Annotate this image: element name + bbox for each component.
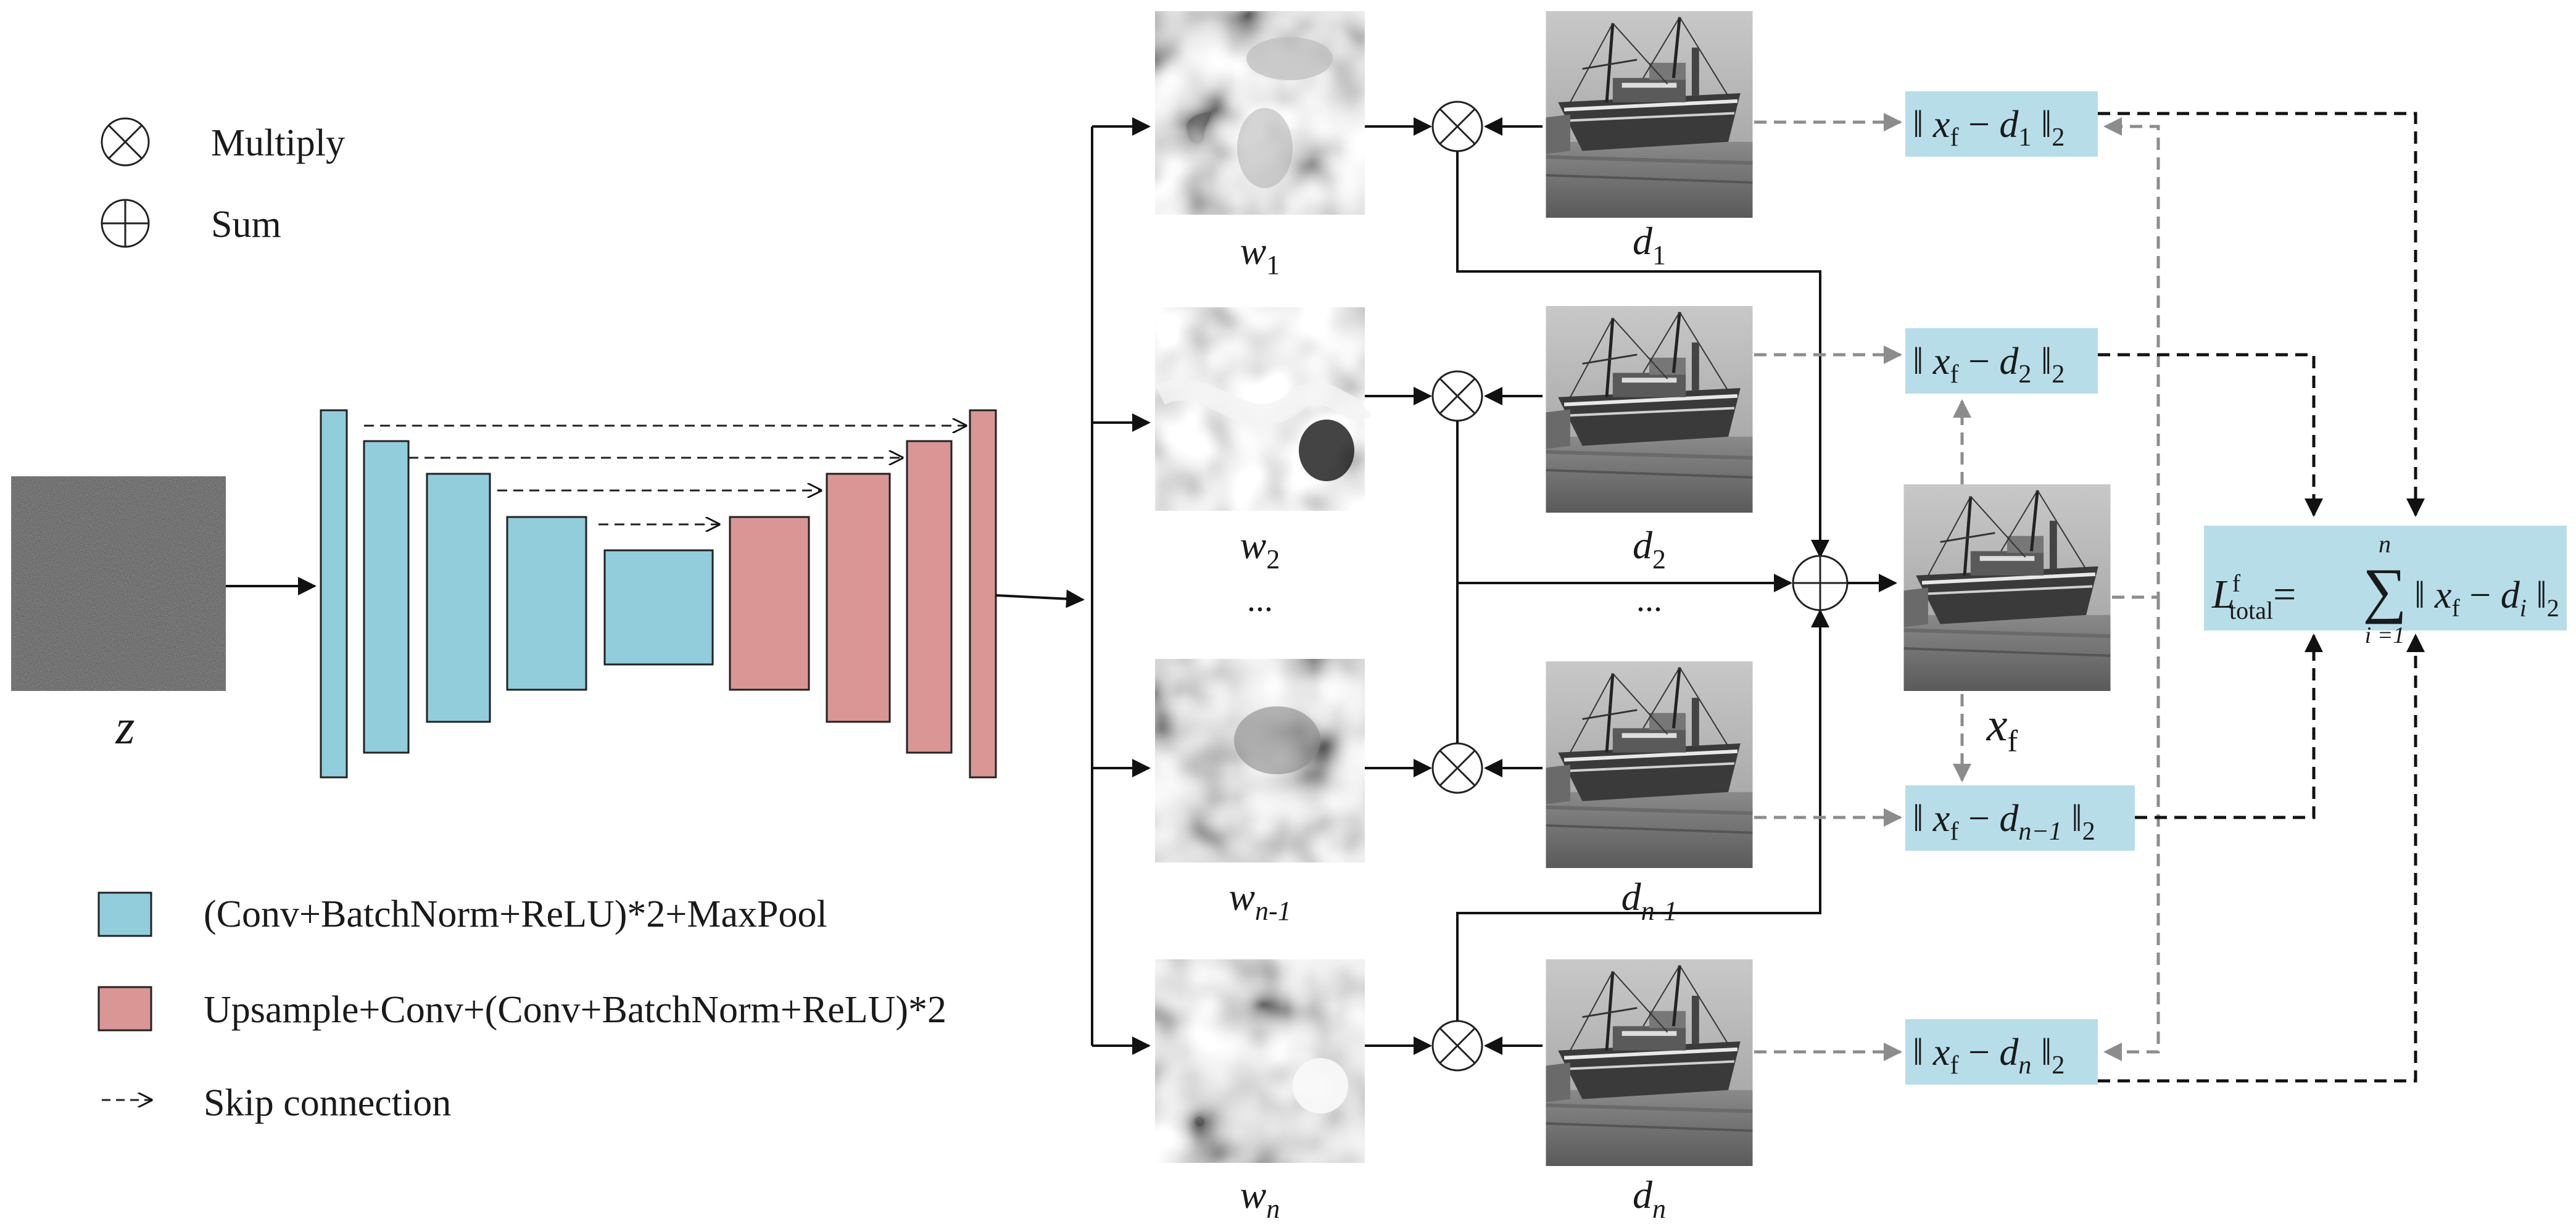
svg-text:‖ xf − dn ‖2: ‖ xf − dn ‖2 xyxy=(1913,1032,2065,1080)
encoder-block-1 xyxy=(320,409,348,779)
encoder-swatch xyxy=(97,891,152,937)
sum-icon xyxy=(101,199,150,248)
encoder-block-4 xyxy=(506,516,587,691)
multiply-node-1 xyxy=(1431,101,1483,152)
decoder-block-3 xyxy=(906,440,953,754)
total-loss-norm: ‖ xf − di ‖2 xyxy=(2414,574,2559,622)
sum-lower-limit: i =1 xyxy=(2365,622,2405,648)
weight-map-w1 xyxy=(1155,11,1365,215)
loss-box-1: ‖ xf − d1 ‖2 xyxy=(1905,91,2098,157)
loss-box-n: ‖ xf − dn ‖2 xyxy=(1905,1019,2098,1085)
decoder-block-2 xyxy=(826,473,891,723)
weight-label-wn: wn xyxy=(1240,1173,1280,1224)
fused-image xyxy=(1904,484,2111,691)
product1-to-sum-line xyxy=(1456,151,1821,555)
sum-node xyxy=(1792,555,1849,611)
encoder-block-2 xyxy=(363,440,410,754)
fused-to-loss1-arrow xyxy=(2103,117,2160,599)
svg-text:‖ xf − d1 ‖2: ‖ xf − d1 ‖2 xyxy=(1913,104,2065,152)
input-z-label: z xyxy=(115,700,135,755)
legend-sum-label: Sum xyxy=(211,204,281,246)
source-image-dn xyxy=(1546,959,1753,1166)
weight-label-w2: w2 xyxy=(1240,523,1280,574)
images-ellipsis: ... xyxy=(1636,581,1662,619)
loss-box-n1: ‖ xf − dn−1 ‖2 xyxy=(1905,785,2135,851)
legend-skip-label: Skip connection xyxy=(204,1082,451,1124)
bottleneck-block xyxy=(603,549,714,666)
unet-output-arrow xyxy=(995,589,1085,608)
source-image-d1 xyxy=(1546,11,1753,218)
svg-text:‖ xf − d2 ‖2: ‖ xf − d2 ‖2 xyxy=(1913,341,2065,389)
sum-upper-limit: n xyxy=(2379,530,2391,558)
source-image-d2 xyxy=(1546,306,1753,513)
image-label-d2: d2 xyxy=(1633,523,1666,574)
multiply-icon xyxy=(101,117,150,167)
decoder-block-4 xyxy=(969,409,997,779)
weight-map-wn xyxy=(1155,959,1365,1163)
lossn-to-total-arrow xyxy=(2098,634,2425,1083)
image-label-dn: dn xyxy=(1633,1173,1666,1224)
loss-box-2: ‖ xf − d2 ‖2 xyxy=(1905,328,2098,394)
image-label-dn1: dn-1 xyxy=(1621,875,1678,926)
loss2-to-total-arrow xyxy=(2098,353,2323,517)
weight-map-w2 xyxy=(1155,307,1372,511)
decoder-block-1 xyxy=(729,516,810,691)
loss1-to-total-arrow xyxy=(2098,112,2425,517)
unet xyxy=(320,409,997,779)
multiply-node-n1 xyxy=(1431,742,1483,794)
fused-to-lossn-arrow xyxy=(2103,597,2160,1061)
decoder-swatch xyxy=(97,986,152,1032)
sum-symbol: ∑ xyxy=(2363,556,2406,624)
weight-label-w1: w1 xyxy=(1240,229,1280,280)
productn-to-sum-line xyxy=(1456,635,1821,1021)
multiply-node-2 xyxy=(1431,370,1483,422)
encoder-block-3 xyxy=(426,473,491,723)
noise-input-image xyxy=(11,476,226,691)
weights-ellipsis: ... xyxy=(1247,581,1273,619)
source-image-dn1 xyxy=(1546,661,1753,868)
weight-map-wn1 xyxy=(1155,659,1365,862)
svg-text:‖ xf − dn−1 ‖2: ‖ xf − dn−1 ‖2 xyxy=(1913,798,2095,846)
multiply-node-n xyxy=(1431,1020,1483,1072)
fused-label: xf xyxy=(1986,699,2018,758)
legend-encoder-label: (Conv+BatchNorm+ReLU)*2+MaxPool xyxy=(204,893,827,935)
legend-decoder-label: Upsample+Conv+(Conv+BatchNorm+ReLU)*2 xyxy=(204,989,946,1031)
lossn1-to-total-arrow xyxy=(2135,634,2323,819)
weight-label-wn1: wn-1 xyxy=(1228,875,1291,926)
legend-multiply-label: Multiply xyxy=(211,122,345,164)
image-label-d1: d1 xyxy=(1633,219,1666,270)
legend: Multiply Sum (Conv+BatchNorm+ReLU)*2+Max… xyxy=(97,117,946,1124)
